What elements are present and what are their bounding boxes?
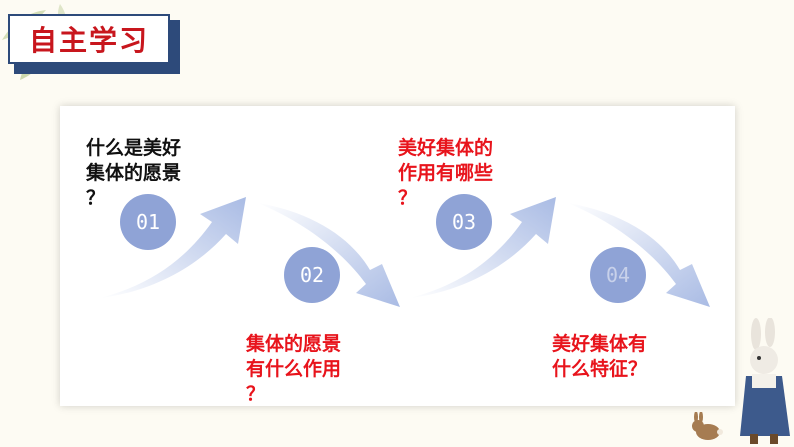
arrow-up-3 (410, 197, 556, 298)
title-block: 自主学习 (8, 14, 183, 74)
arrow-down-2 (258, 203, 400, 307)
step-number-03: 03 (436, 194, 492, 250)
step-number-04: 04 (590, 247, 646, 303)
title-box: 自主学习 (8, 14, 170, 64)
step-number-01: 01 (120, 194, 176, 250)
small-rabbit-icon (692, 412, 723, 440)
question-04: 美好集体有 什么特征？ (552, 333, 648, 380)
question-03: 美好集体的 作用有哪些 ？ (398, 137, 494, 209)
arrow-down-4 (568, 203, 710, 307)
question-02: 集体的愿景 有什么作用 ？ (246, 333, 342, 405)
question-01: 什么是美好 集体的愿景 ？ (86, 137, 182, 209)
step-number-02: 02 (284, 247, 340, 303)
arrow-up-1 (100, 197, 246, 298)
rabbit-character-icon (740, 318, 790, 444)
page-title: 自主学习 (28, 24, 149, 57)
